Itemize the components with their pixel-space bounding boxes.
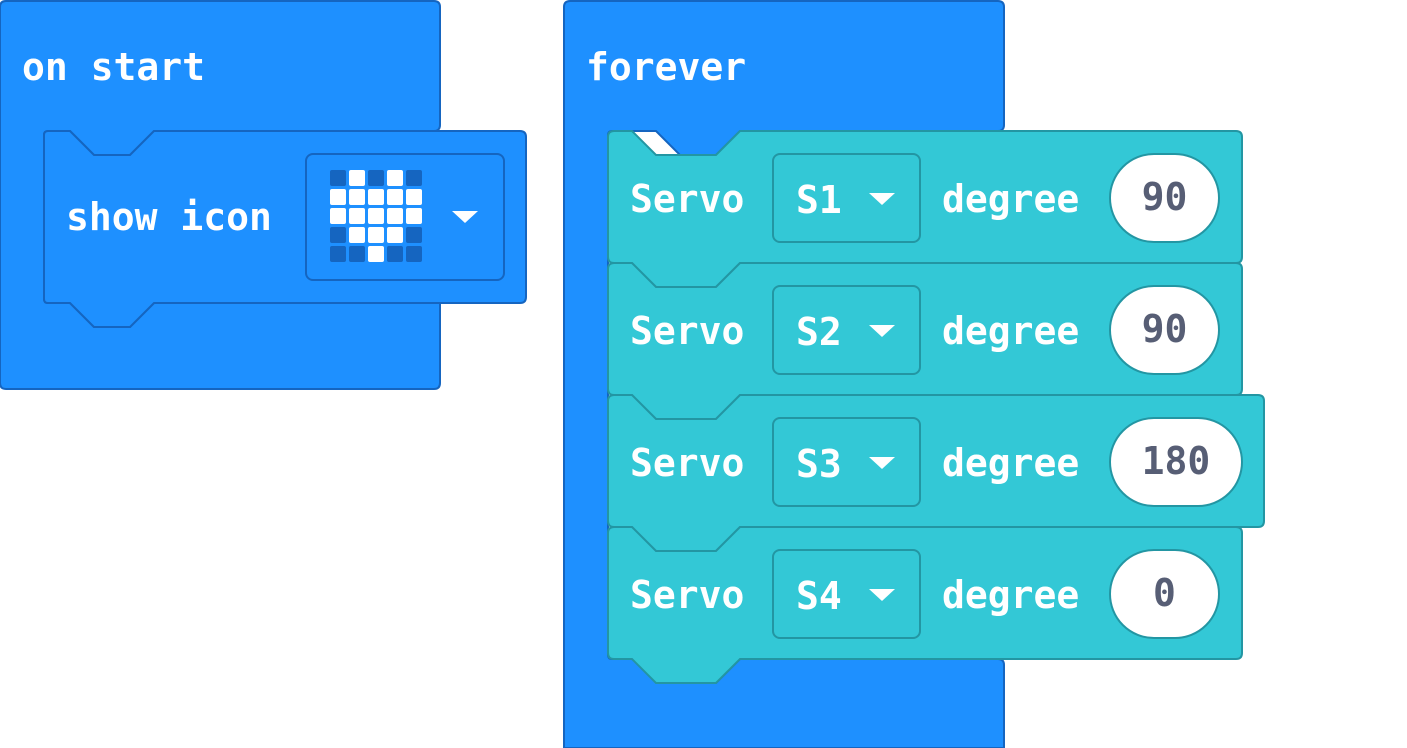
show-icon-label: show icon: [66, 195, 272, 239]
led-0-0: [330, 170, 346, 186]
led-4-0: [330, 246, 346, 262]
degree-input-3[interactable]: 180: [1109, 417, 1243, 507]
degree-input-2[interactable]: 90: [1109, 285, 1220, 375]
led-1-3: [387, 189, 403, 205]
led-3-2: [368, 227, 384, 243]
led-3-3: [387, 227, 403, 243]
led-4-1: [349, 246, 365, 262]
port-value: S1: [796, 178, 842, 222]
led-0-4: [406, 170, 422, 186]
led-2-3: [387, 208, 403, 224]
degree-label: degree: [942, 309, 1080, 353]
chevron-down-icon: [869, 193, 895, 205]
led-1-2: [368, 189, 384, 205]
heart-icon: [330, 170, 426, 266]
led-3-0: [330, 227, 346, 243]
led-4-3: [387, 246, 403, 262]
degree-label: degree: [942, 441, 1080, 485]
servo-port-dropdown-2[interactable]: S2: [772, 285, 921, 375]
led-1-4: [406, 189, 422, 205]
chevron-down-icon: [869, 325, 895, 337]
servo-label: Servo: [630, 309, 745, 353]
servo-block-4[interactable]: [607, 526, 1243, 684]
degree-label: degree: [942, 177, 1080, 221]
led-2-2: [368, 208, 384, 224]
led-1-1: [349, 189, 365, 205]
servo-port-dropdown-1[interactable]: S1: [772, 153, 921, 243]
port-value: S4: [796, 574, 842, 618]
chevron-down-icon: [452, 211, 478, 223]
led-4-4: [406, 246, 422, 262]
led-4-2: [368, 246, 384, 262]
led-0-3: [387, 170, 403, 186]
chevron-down-icon: [869, 589, 895, 601]
led-2-0: [330, 208, 346, 224]
forever-label: forever: [586, 45, 747, 89]
degree-label: degree: [942, 573, 1080, 617]
servo-port-dropdown-3[interactable]: S3: [772, 417, 921, 507]
servo-label: Servo: [630, 573, 745, 617]
on-start-label: on start: [22, 45, 206, 89]
led-0-2: [368, 170, 384, 186]
led-2-1: [349, 208, 365, 224]
chevron-down-icon: [869, 457, 895, 469]
led-0-1: [349, 170, 365, 186]
port-value: S3: [796, 442, 842, 486]
servo-label: Servo: [630, 441, 745, 485]
led-2-4: [406, 208, 422, 224]
led-3-4: [406, 227, 422, 243]
servo-port-dropdown-4[interactable]: S4: [772, 549, 921, 639]
degree-input-1[interactable]: 90: [1109, 153, 1220, 243]
led-1-0: [330, 189, 346, 205]
degree-input-4[interactable]: 0: [1109, 549, 1220, 639]
servo-label: Servo: [630, 177, 745, 221]
port-value: S2: [796, 310, 842, 354]
led-3-1: [349, 227, 365, 243]
